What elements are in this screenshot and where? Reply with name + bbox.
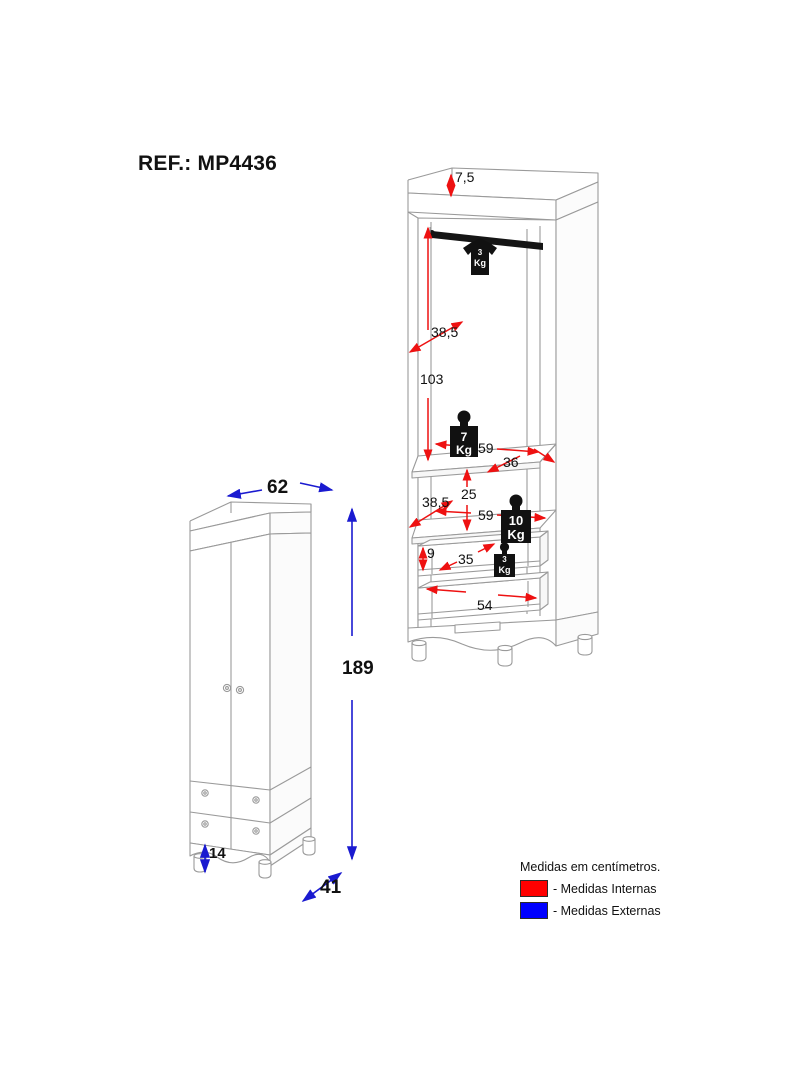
weight-load-unit-10: Kg [507,527,525,542]
dim-label-width-62: 62 [267,477,289,498]
dim-label-drawer-height-9: 9 [427,545,435,561]
weight-load-value-7: 7 [460,430,468,444]
dim-closed-depth [301,872,343,902]
drawer-divider-2-side [269,797,312,824]
dim-label-base-14: 14 [209,845,226,862]
arrow-38-5-mid [408,500,454,528]
foot-front [258,862,272,879]
open-right-panel [555,201,599,621]
top-panel-right [269,511,312,535]
arrow-59-mid-left [434,507,472,517]
weight-load-value-10: 10 [508,513,524,528]
legend-item-external: - Medidas Externas [520,902,760,919]
drawer-box-1-side [539,530,549,567]
drawer-box-1-inner [417,560,541,571]
dim-label-shelf-gap-25: 25 [461,486,477,502]
open-cabinet-feet [411,633,593,667]
arrow-38-5-upper [408,321,464,353]
open-base-rail [407,619,557,651]
arrow-35-left [438,561,458,571]
dim-label-hanging-depth-38-5: 38,5 [431,324,459,340]
open-top-lip [407,167,599,182]
page-title: REF.: MP4436 [138,152,277,175]
arrow-36-left [486,455,521,473]
tshirt-load-icon: 3 Kg [462,238,498,276]
dim-label-depth-41: 41 [320,877,342,898]
open-base-rail-side [555,611,599,647]
arrow-36-right [533,448,556,463]
open-foot-left [411,643,427,662]
weight-load-icon-10kg: 10 Kg [498,494,534,544]
open-cabinet-view [407,167,599,667]
open-left-panel [407,211,419,633]
dim-closed-width [226,482,334,499]
cabinet-right-side [269,532,312,856]
open-foot-right [577,637,593,656]
dim-label-mid-width-59: 59 [478,507,494,523]
legend-title: Medidas em centímetros. [520,860,661,874]
dim-label-drawer-depth-35: 35 [458,551,474,567]
blue-swatch [520,902,548,919]
legend: Medidas em centímetros. - Medidas Intern… [520,860,760,924]
dim-label-height-189: 189 [342,658,374,679]
weight-load-icon-7kg: 7 Kg [447,410,481,458]
arrow-54-left [425,585,467,595]
weight-load-unit-3: Kg [498,565,511,575]
weight-load-value-3: 3 [502,555,507,564]
drawer-box-2-inner [417,603,541,615]
door-front-face [189,533,271,856]
arrow-35-right [477,543,496,553]
tshirt-load-unit: Kg [474,258,486,268]
door-knobs [201,683,260,835]
dim-label-top-7-5: 7,5 [455,169,475,185]
drawer-divider-2 [189,811,271,824]
closed-cabinet-view [189,501,316,879]
arrow-54-right [497,592,538,602]
dim-label-shelf-width-59: 59 [478,440,494,456]
legend-label-internal: - Medidas Internas [553,881,657,896]
open-base-notch [454,621,501,634]
foot-right [302,839,316,856]
legend-item-internal: - Medidas Internas [520,880,760,897]
open-foot-front [497,648,513,667]
drawer-box-2-side [539,571,549,611]
red-swatch [520,880,548,897]
weight-load-unit-7: Kg [456,443,472,457]
dim-label-mid-depth-38-5: 38,5 [422,494,450,510]
legend-label-external: - Medidas Externas [553,903,661,918]
dim-label-shelf-depth-36: 36 [503,454,519,470]
drawer-divider-1-side [269,766,312,791]
arrow-59-upper-right [496,446,540,456]
dim-label-bottom-width-54: 54 [477,597,493,613]
drawer-divider-1 [189,780,271,791]
weight-load-icon-3kg: 3 Kg [492,542,517,578]
tshirt-load-value: 3 [477,248,483,257]
dim-label-hanging-height-103: 103 [420,371,444,387]
